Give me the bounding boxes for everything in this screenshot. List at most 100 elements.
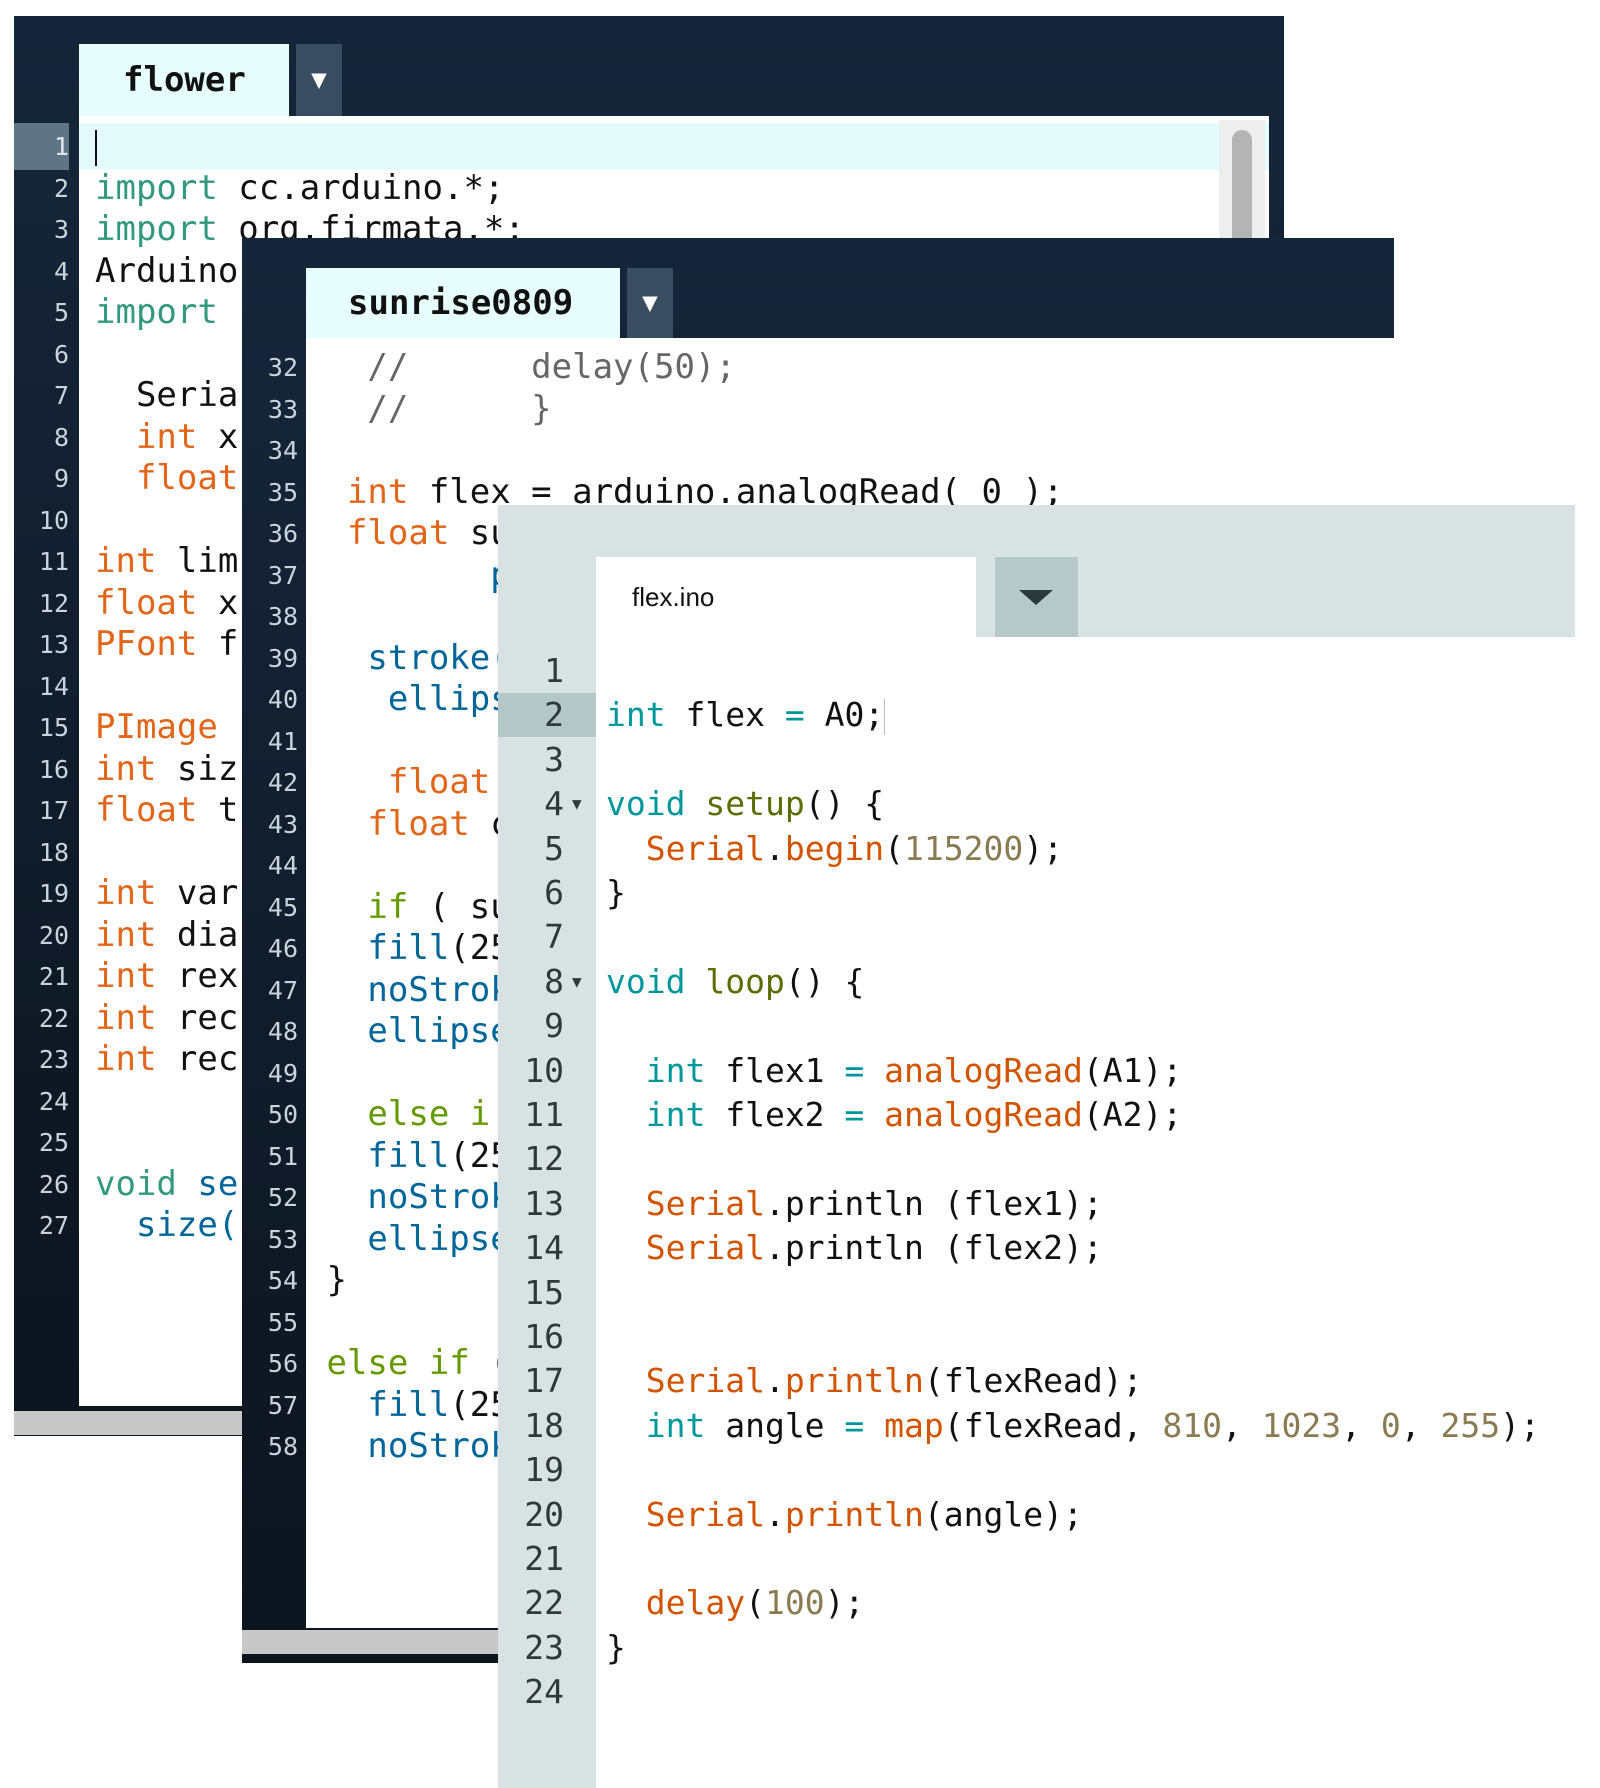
code-line: int rex <box>79 953 1269 1000</box>
code-token: 810 <box>1162 1405 1222 1445</box>
code-token: dia <box>156 914 239 955</box>
code-token: Serial <box>606 1228 765 1268</box>
code-token: begin <box>784 828 885 868</box>
code-token <box>864 1051 884 1090</box>
code-line: } <box>596 871 1575 915</box>
code-token: else if <box>306 1343 470 1383</box>
code-line: int flex = arduino.analogRead( 0 ); <box>306 469 1394 516</box>
tab-menu-arrow-icon[interactable]: ▼ <box>296 44 342 116</box>
code-line: Serial.println (flex1); <box>596 1182 1575 1226</box>
code-token: rec <box>156 1039 239 1079</box>
code-line <box>596 1271 1575 1315</box>
code-token: se <box>176 1163 239 1204</box>
line-number: 22 <box>38 1003 69 1033</box>
tab-flex-ino[interactable]: flex.ino <box>596 557 976 637</box>
line-number: 23 <box>524 1627 564 1667</box>
code-line: ellipse <box>306 1216 1394 1263</box>
code-token: int <box>95 748 157 789</box>
code-token: void <box>606 784 686 824</box>
code-token: } <box>306 1260 347 1300</box>
code-line <box>306 427 1394 474</box>
text-cursor <box>884 698 886 735</box>
code-token: int <box>95 416 198 457</box>
tab-sunrise0809[interactable]: sunrise0809 <box>306 268 620 338</box>
code-token: fill <box>306 928 450 968</box>
tab-flower[interactable]: flower <box>79 44 289 116</box>
code-token: int <box>95 1039 157 1079</box>
code-token: .println (flex2); <box>764 1228 1103 1268</box>
code-token: if <box>306 886 409 927</box>
line-number: 32 <box>267 353 298 382</box>
line-number: 35 <box>267 477 298 507</box>
code-line: int siz <box>79 746 1269 793</box>
line-number: 8 <box>53 422 69 452</box>
line-number: 49 <box>267 1058 298 1088</box>
code-line: int lim <box>79 538 1269 585</box>
code-token: int <box>606 695 666 735</box>
line-number: 20 <box>38 920 69 950</box>
code-token: delay <box>606 1583 746 1623</box>
tab-dropdown-button[interactable] <box>995 557 1078 637</box>
line-number: 7 <box>544 917 564 957</box>
code-token: ellips <box>306 679 511 719</box>
code-token: int <box>95 997 157 1038</box>
line-number: 18 <box>38 837 69 867</box>
code-token: float <box>306 513 450 553</box>
code-token: } <box>606 1627 626 1667</box>
code-token: (flexRead); <box>923 1361 1143 1401</box>
fold-arrow-icon[interactable]: ▼ <box>572 971 582 991</box>
code-line <box>79 123 1269 170</box>
code-token: ( <box>884 828 905 868</box>
code-token: ( su <box>408 886 511 927</box>
line-number: 21 <box>524 1539 564 1578</box>
line-number: 55 <box>267 1307 298 1337</box>
code-line: int flex1 = analogRead(A1); <box>596 1049 1575 1093</box>
code-token: int <box>306 471 409 512</box>
line-number: 56 <box>267 1349 298 1378</box>
chevron-down-icon <box>1019 590 1053 605</box>
code-token: float <box>95 458 239 498</box>
tab-menu-arrow-icon[interactable]: ▼ <box>627 268 673 338</box>
line-number: 20 <box>524 1494 564 1534</box>
code-token: , <box>1221 1405 1262 1445</box>
code-token: void <box>606 961 686 1001</box>
line-number: 2 <box>498 693 596 738</box>
code-line: float x <box>79 580 1269 627</box>
code-token: = <box>844 1095 865 1134</box>
code-token: () { <box>784 961 865 1001</box>
code-token: siz <box>156 748 239 789</box>
code-line: PImage <box>79 704 1269 751</box>
code-line: float t <box>79 787 1269 834</box>
code-token: int <box>95 873 157 913</box>
code-line: float <box>79 455 1269 502</box>
line-number: 43 <box>267 809 298 839</box>
code-token: int <box>606 1405 706 1445</box>
code-line: if ( su <box>306 884 1394 931</box>
code-line: Serial.println (flex2); <box>596 1226 1575 1270</box>
code-token: import <box>95 209 218 249</box>
code-line: int flex = A0; <box>596 693 1575 737</box>
code-token: x <box>197 416 239 457</box>
line-number: 46 <box>267 934 298 963</box>
code-token: ); <box>1023 828 1064 868</box>
fold-arrow-icon[interactable]: ▼ <box>572 794 582 814</box>
code-line: ellipse <box>306 1008 1394 1055</box>
code-token: noStrok <box>306 969 511 1010</box>
code-token: 115200 <box>904 828 1024 868</box>
line-number: 21 <box>38 962 69 991</box>
line-number: 6 <box>544 873 564 912</box>
code-editor-flex-ino[interactable]: int flex = A0;void setup() { Serial.begi… <box>596 637 1575 1788</box>
code-line: float <box>306 759 1394 806</box>
line-number: 39 <box>267 643 298 673</box>
code-line: void setup() { <box>596 782 1575 826</box>
code-token: ellipse <box>306 1218 511 1259</box>
line-number: 33 <box>267 394 298 424</box>
code-token: PImage <box>95 707 218 747</box>
code-line: int flex2 = analogRead(A2); <box>596 1093 1575 1137</box>
line-number: 10 <box>524 1050 564 1090</box>
line-number: 9 <box>53 464 69 493</box>
line-number: 15 <box>524 1272 564 1312</box>
code-line: int var <box>79 870 1269 917</box>
code-token: PFont <box>95 624 198 664</box>
